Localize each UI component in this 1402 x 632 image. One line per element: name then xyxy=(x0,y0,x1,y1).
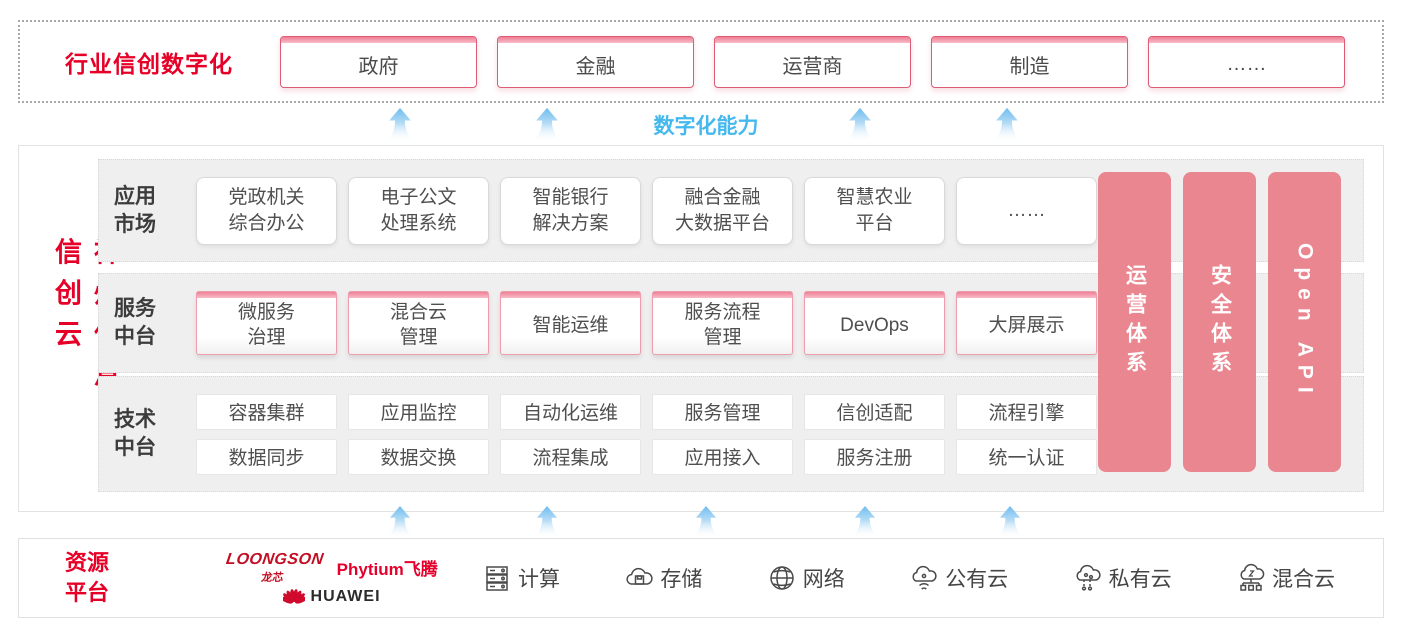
loongson-logo: LOONGSON 龙芯 xyxy=(225,550,326,584)
tech-platform-panel: 技术 中台 容器集群 应用监控 自动化运维 服务管理 信创适配 流程引擎 数据同… xyxy=(98,376,1364,492)
svc-box-microservice: 微服务 治理 xyxy=(196,291,337,355)
tech-box-data-sync: 数据同步 xyxy=(196,438,337,475)
storage-icon xyxy=(626,567,654,585)
service-platform-label: 服务 中台 xyxy=(114,297,156,348)
app-box-smart-banking: 智能银行 解决方案 xyxy=(500,176,641,245)
resource-item-network: 网络 xyxy=(767,563,845,593)
up-arrow-icon xyxy=(842,106,878,144)
industry-box-manufacturing: 制造 xyxy=(931,35,1128,88)
resource-item-public-cloud: 公有云 xyxy=(909,563,1008,593)
svc-box-hybrid-cloud-mgmt: 混合云 管理 xyxy=(348,291,489,355)
industry-box-list: 政府 金融 运营商 制造 …… xyxy=(280,35,1345,88)
huawei-flower-icon xyxy=(282,589,305,604)
tech-box-service-mgmt: 服务管理 xyxy=(652,393,793,430)
tech-platform-label: 技术 中台 xyxy=(114,408,156,459)
hybrid-cloud-icon xyxy=(1240,563,1265,591)
app-box-smart-agriculture: 智慧农业 平台 xyxy=(804,176,945,245)
up-arrow-icon xyxy=(382,106,418,144)
private-cloud-icon xyxy=(1076,564,1101,591)
tech-box-app-access: 应用接入 xyxy=(652,438,793,475)
tech-box-container-cluster: 容器集群 xyxy=(196,393,337,430)
network-icon xyxy=(770,566,794,590)
up-arrow-icon xyxy=(992,506,1028,538)
svc-box-dashboard: 大屏展示 xyxy=(956,291,1097,355)
industry-banner-title: 行业信创数字化 xyxy=(65,50,233,77)
capability-label: 数字化能力 xyxy=(653,115,759,138)
resource-item-private-cloud: 私有云 xyxy=(1073,563,1172,593)
resource-platform-bar: 资源 平台 LOONGSON 龙芯 Phytium飞腾 xyxy=(18,538,1384,618)
up-arrow-icon xyxy=(529,106,565,144)
app-market-panel: 应用 市场 党政机关 综合办公 电子公文 处理系统 智能银行 解决方案 融合金融… xyxy=(98,159,1364,262)
resource-item-compute: 计算 xyxy=(482,563,560,593)
industry-box-government: 政府 xyxy=(280,35,477,88)
up-arrow-icon xyxy=(847,506,883,538)
pillar-operation-system: 运营体系 xyxy=(1098,172,1171,472)
svc-box-devops: DevOps xyxy=(804,291,945,355)
vendor-logos: LOONGSON 龙芯 Phytium飞腾 HUAWEI xyxy=(209,551,454,606)
service-platform-boxes: 微服务 治理 混合云 管理 智能运维 服务流程 管理 DevOps 大屏展示 xyxy=(196,291,1097,355)
resource-item-hybrid-cloud: 混合云 xyxy=(1236,563,1335,593)
compute-icon xyxy=(486,566,508,591)
resource-item-storage: 存储 xyxy=(624,563,702,593)
tech-box-automated-ops: 自动化运维 xyxy=(500,393,641,430)
app-box-party-gov-office: 党政机关 综合办公 xyxy=(196,176,337,245)
platform-container: 神州信息信创云 应用 市场 党政机关 综合办公 电子公文 处理系统 智能银行 解… xyxy=(18,145,1384,512)
phytium-logo: Phytium飞腾 xyxy=(336,559,438,579)
up-arrow-icon xyxy=(688,506,724,538)
resource-item-list: 计算 存储 网络 公有云 xyxy=(482,563,1335,593)
up-arrow-icon xyxy=(989,106,1025,144)
industry-banner: 行业信创数字化 政府 金融 运营商 制造 …… xyxy=(18,20,1384,103)
svc-box-service-process: 服务流程 管理 xyxy=(652,291,793,355)
industry-box-more: …… xyxy=(1148,35,1345,88)
app-market-label: 应用 市场 xyxy=(114,184,156,236)
app-box-e-document: 电子公文 处理系统 xyxy=(348,176,489,245)
tech-box-app-monitoring: 应用监控 xyxy=(348,393,489,430)
tech-box-xinchuang-adapt: 信创适配 xyxy=(804,393,945,430)
industry-box-finance: 金融 xyxy=(497,35,694,88)
public-cloud-icon xyxy=(912,565,937,590)
app-box-more: …… xyxy=(956,176,1097,245)
tech-box-data-exchange: 数据交换 xyxy=(348,438,489,475)
tech-box-service-registry: 服务注册 xyxy=(804,438,945,475)
tech-box-process-integration: 流程集成 xyxy=(500,438,641,475)
svc-box-intelligent-ops: 智能运维 xyxy=(500,291,641,355)
resource-platform-label: 资源 平台 xyxy=(65,550,110,605)
industry-box-operator: 运营商 xyxy=(714,35,911,88)
up-arrow-icon xyxy=(529,506,565,538)
app-box-finance-bigdata: 融合金融 大数据平台 xyxy=(652,176,793,245)
huawei-logo: HUAWEI xyxy=(282,588,381,606)
pillar-open-api: Open API xyxy=(1268,172,1341,472)
service-platform-panel: 服务 中台 微服务 治理 混合云 管理 智能运维 服务流程 管理 DevOps … xyxy=(98,273,1364,373)
pillar-security-system: 安全体系 xyxy=(1183,172,1256,472)
app-market-boxes: 党政机关 综合办公 电子公文 处理系统 智能银行 解决方案 融合金融 大数据平台… xyxy=(196,176,1097,245)
tech-box-unified-auth: 统一认证 xyxy=(956,438,1097,475)
tech-platform-boxes: 容器集群 应用监控 自动化运维 服务管理 信创适配 流程引擎 数据同步 数据交换… xyxy=(196,393,1097,475)
up-arrow-icon xyxy=(382,506,418,538)
tech-box-process-engine: 流程引擎 xyxy=(956,393,1097,430)
